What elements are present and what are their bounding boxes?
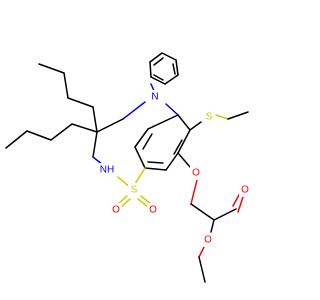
ether-oxygen-label: O (192, 168, 200, 179)
phenyl-ring (149, 52, 179, 94)
ester-side-chain (177, 152, 245, 283)
carbonyl-oxygen-label: O (241, 185, 249, 196)
methylthio-group (189, 111, 249, 131)
butyl-chains (5, 63, 98, 149)
benzene-ring (134, 114, 191, 185)
thioether-sulfur-label: S (206, 112, 213, 123)
sulfonyl-oxygen-right-label: O (149, 205, 157, 216)
ester-oxygen-label: O (204, 235, 212, 246)
sulfonyl-group (117, 195, 152, 208)
sulfonyl-oxygen-left-label: O (112, 205, 120, 216)
sulfonyl-sulfur-label: S (131, 185, 138, 196)
molecule-structure: N NH S O O S O O O (5, 52, 251, 283)
nh-atom-label: NH (100, 165, 114, 176)
nitrogen-atom-label: N (151, 92, 158, 103)
atom-labels: N NH S O O S O O O (98, 90, 251, 247)
